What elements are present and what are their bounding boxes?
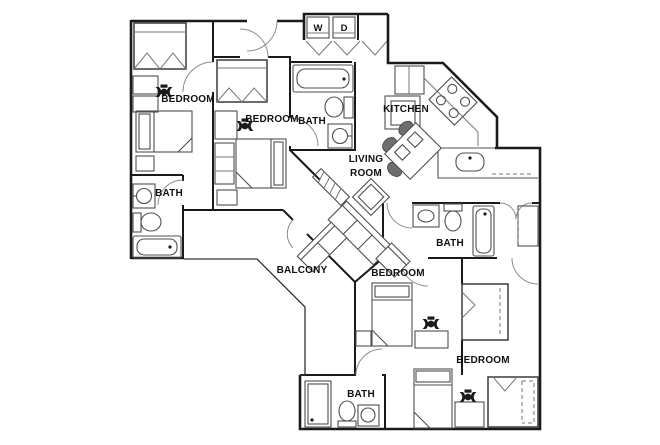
washer-icon [306, 16, 330, 39]
bath-bottom-fixtures [304, 380, 380, 428]
bath-right-fixtures [412, 203, 495, 257]
pillow [138, 113, 151, 150]
desk-chair-icon [422, 316, 440, 329]
living-room-label-line2: ROOM [350, 168, 382, 179]
bifold-doors [492, 376, 518, 392]
washer-label: W [314, 23, 323, 34]
media-console [311, 167, 351, 207]
bath-left-label: BATH [155, 188, 183, 199]
room-labels: W D BEDROOM BEDROOM BATH KITCHEN LIVING … [155, 23, 510, 400]
bed [413, 368, 453, 429]
shower-icon [304, 380, 332, 428]
desk [132, 95, 159, 113]
desk [454, 401, 485, 428]
bed [135, 110, 193, 153]
bath-right-label: BATH [436, 238, 464, 249]
toilet-icon [338, 400, 356, 422]
desk [132, 75, 159, 95]
coffee-table [351, 177, 391, 217]
bathtub-icon [292, 64, 354, 93]
pillow [374, 285, 410, 298]
dining-set [382, 120, 443, 181]
bathtub-icon [132, 235, 182, 259]
toilet-icon [443, 203, 463, 212]
bedroom-bottom-right-furniture [413, 368, 539, 429]
closet [133, 22, 187, 70]
table [383, 121, 443, 181]
pillow [273, 141, 284, 186]
toilet-icon [343, 96, 354, 119]
bed [235, 138, 287, 189]
kitchen-fixtures [382, 65, 538, 181]
living-room-furniture [296, 167, 411, 278]
loveseat [296, 221, 348, 273]
bifold-doors [461, 291, 476, 319]
bath-left-fixtures [132, 183, 182, 259]
nightstand [355, 330, 372, 347]
bifold-doors [133, 52, 187, 70]
bedroom-middle-label: BEDROOM [371, 268, 425, 279]
closet [487, 376, 539, 428]
toilet-icon [132, 212, 142, 233]
bath-bottom-label: BATH [347, 389, 375, 400]
bedroom-middle-furniture [355, 282, 509, 349]
bedroom-top-middle-label: BEDROOM [245, 114, 299, 125]
bedroom-top-middle-furniture [214, 59, 287, 206]
desk [414, 330, 449, 349]
bed [371, 282, 413, 347]
desk-chair-icon [459, 389, 477, 402]
pillow [415, 370, 451, 383]
armchair [375, 242, 411, 278]
stove-burners-icon [428, 76, 478, 126]
dryer-label: D [341, 23, 348, 34]
bifold-doors [305, 40, 388, 56]
closet [216, 59, 268, 103]
bifold-doors [216, 87, 268, 103]
kitchen-label: KITCHEN [383, 104, 429, 115]
desk [214, 110, 238, 140]
bath-top-fixtures [292, 64, 354, 149]
bathroom-sink-icon [412, 204, 440, 228]
bedroom-bottom-right-label: BEDROOM [456, 355, 510, 366]
bathroom-sink-icon [357, 404, 380, 427]
bathtub-icon [472, 205, 495, 257]
dresser [214, 142, 235, 185]
laundry-closet [302, 12, 388, 56]
closet [461, 283, 509, 341]
nightstand [135, 155, 155, 172]
bath-top-label: BATH [298, 116, 326, 127]
dryer-icon [332, 16, 356, 39]
nightstand [216, 189, 238, 206]
living-room-label-line1: LIVING [349, 154, 384, 165]
balcony-rail [184, 258, 306, 376]
bedroom-top-left-label: BEDROOM [161, 94, 215, 105]
kitchen-sink-icon [455, 152, 485, 172]
balcony-label: BALCONY [277, 265, 328, 276]
bedroom-top-left-furniture [132, 22, 193, 172]
hall-closet [517, 205, 539, 247]
